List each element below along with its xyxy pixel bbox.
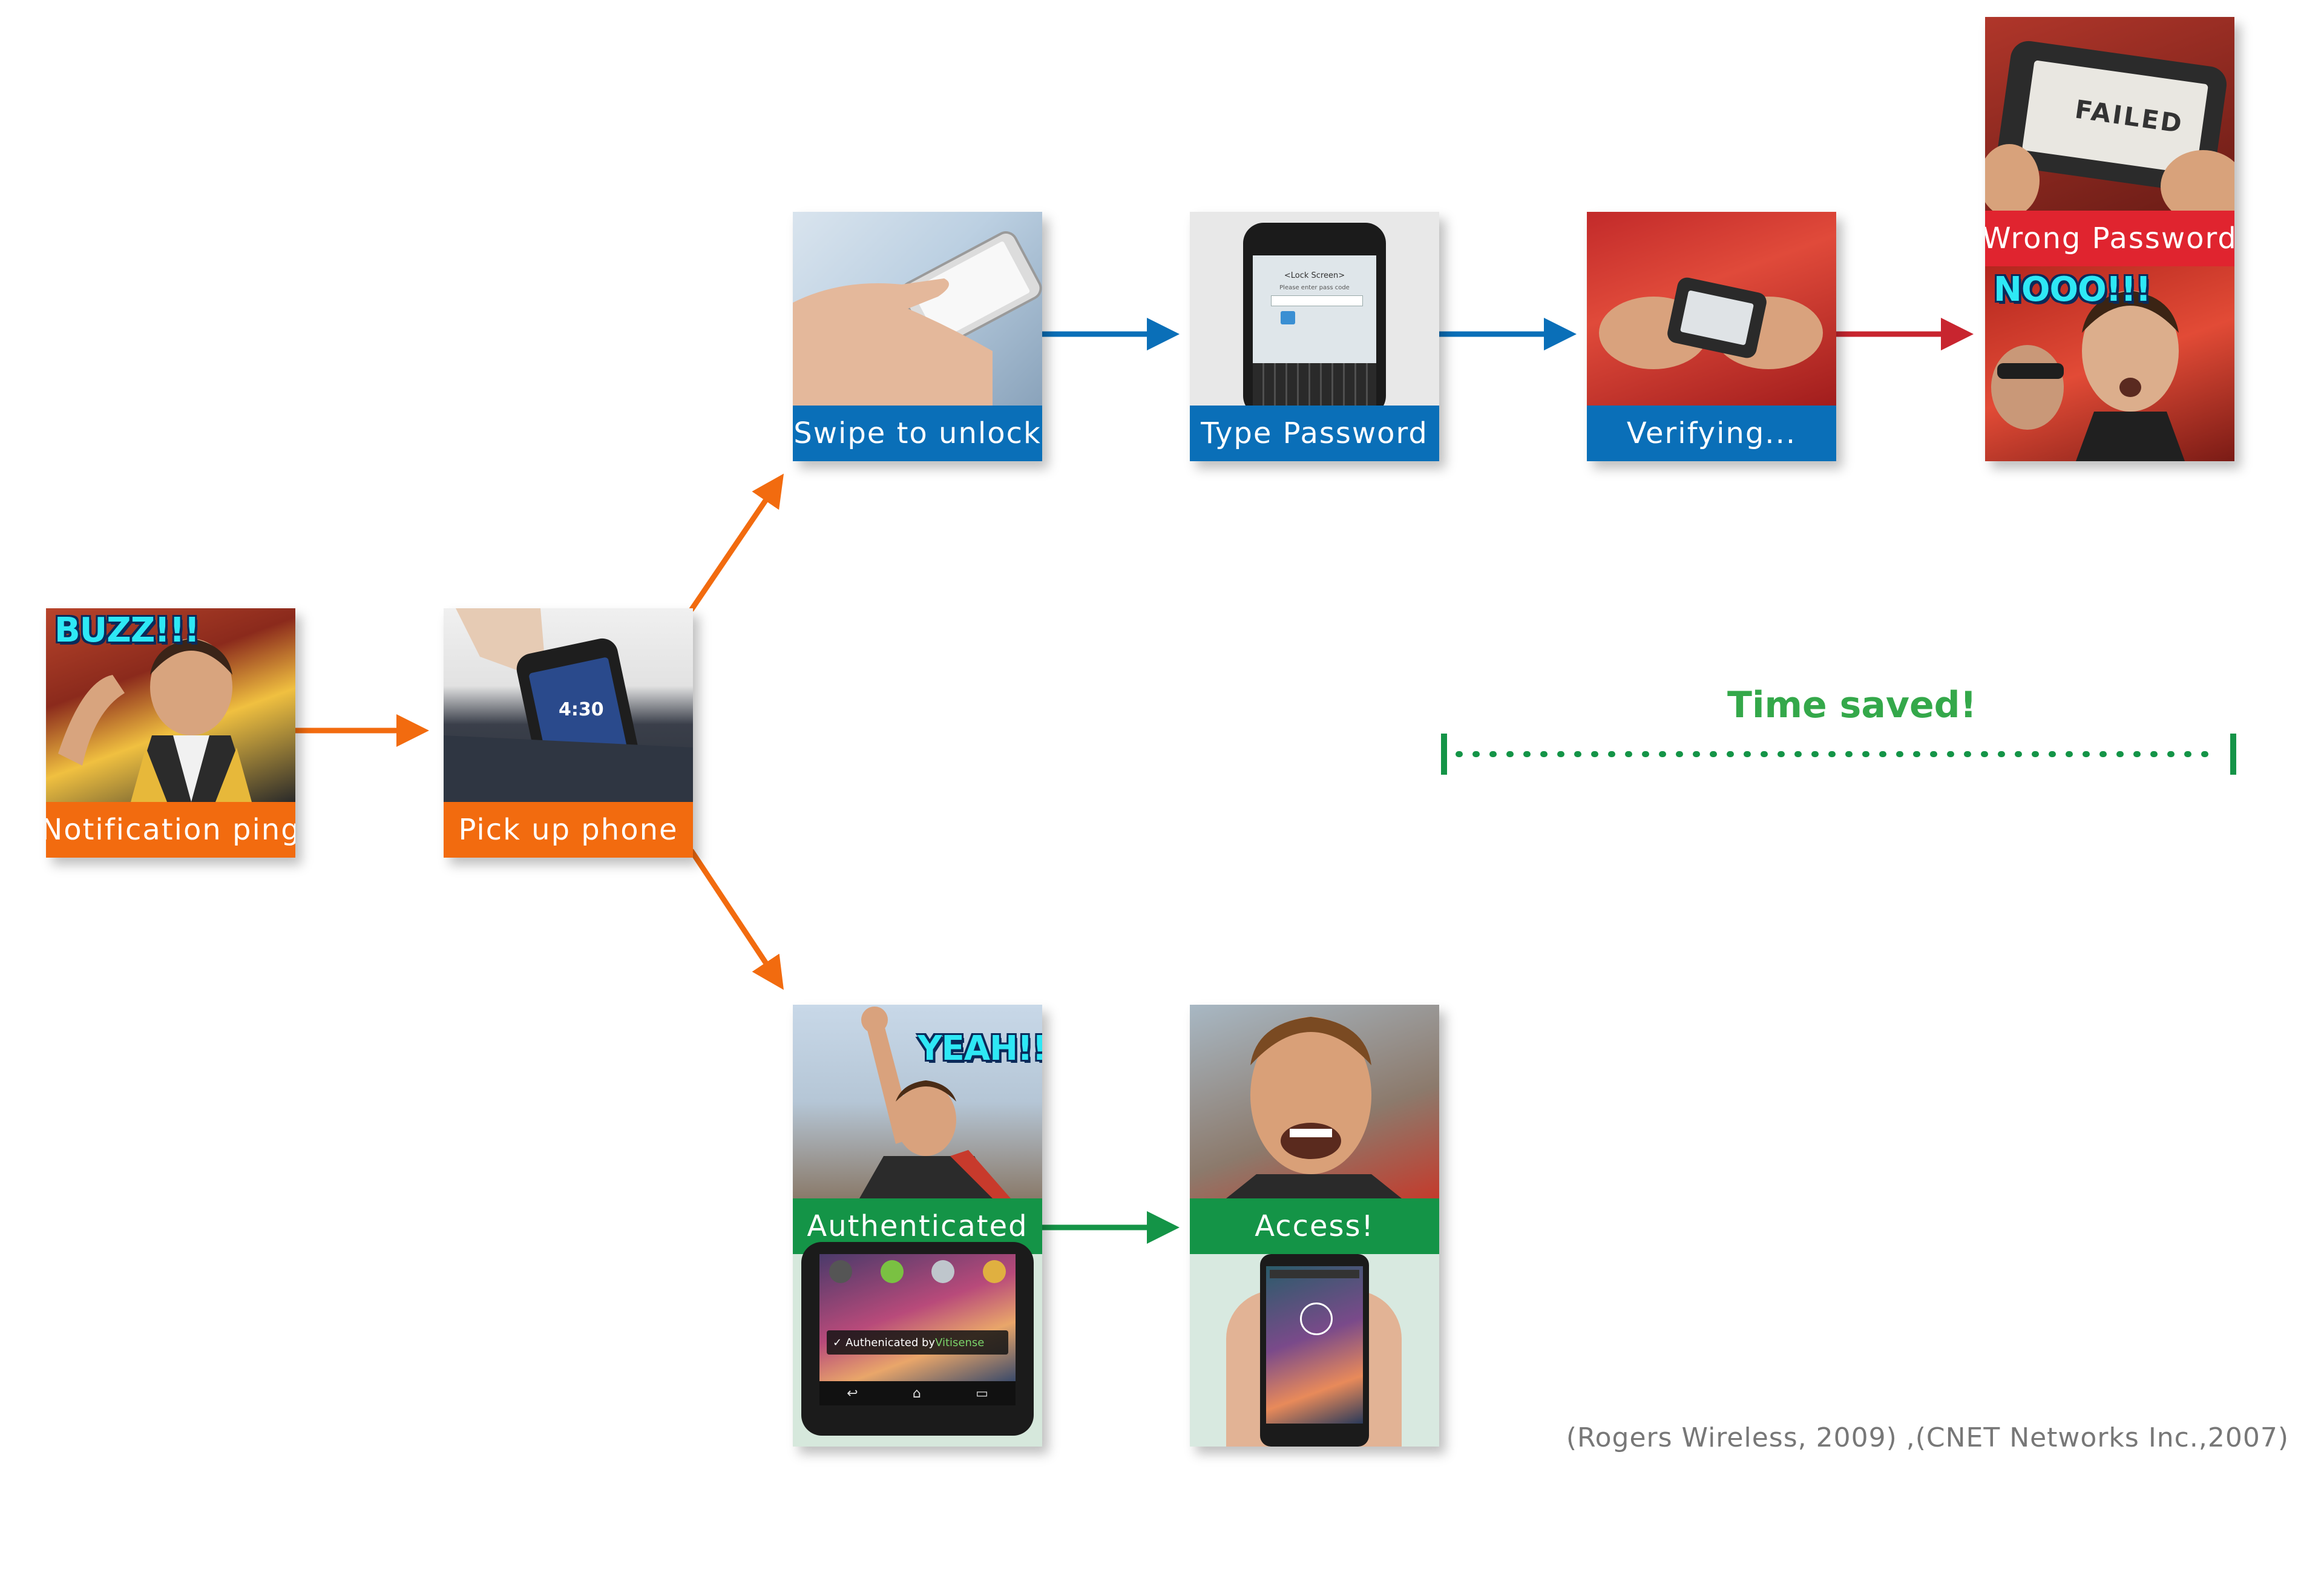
man-laughing-illustration xyxy=(1226,1017,1402,1198)
verifying-label: Verifying... xyxy=(1587,406,1836,461)
arrow-pickup-to-authenticated xyxy=(689,849,784,990)
man-shouting-illustration xyxy=(1991,291,2185,461)
step-type-password-card: <Lock Screen> Please enter pass code Typ… xyxy=(1190,212,1439,461)
failed-screen-photo: FAILED xyxy=(1985,17,2234,211)
time-saved-label: Time saved! xyxy=(1727,684,1977,726)
access-photo xyxy=(1190,1005,1439,1198)
lock-screen-title: <Lock Screen> xyxy=(1284,271,1345,280)
pickup-label: Pick up phone xyxy=(444,802,693,858)
lock-screen-hint: Please enter pass code xyxy=(1279,284,1350,291)
settings-app-icon[interactable] xyxy=(931,1260,955,1283)
verifying-photo xyxy=(1587,212,1836,406)
passcode-input[interactable] xyxy=(1271,295,1363,306)
step-access-card: Access! xyxy=(1190,1005,1439,1447)
notification-label: Notification ping xyxy=(46,802,295,858)
step-notification-card: BUZZ!!! Notification ping xyxy=(46,608,295,858)
step-authenticated-card: YEAH!!! Authenticated ✓ Authenicated by … xyxy=(793,1005,1042,1447)
comic-nooo: NOOO!!! xyxy=(1994,270,2151,309)
failed-phone-illustration xyxy=(1985,41,2234,211)
step-verifying-card: Verifying... xyxy=(1587,212,1836,461)
google-search-bar[interactable] xyxy=(1270,1270,1359,1278)
access-home-screen xyxy=(1266,1266,1363,1424)
home-nav-icon[interactable]: ⌂ xyxy=(912,1385,921,1401)
android-nav-bar: ↩ ⌂ ▭ xyxy=(819,1381,1016,1405)
notification-photo: BUZZ!!! xyxy=(46,608,295,802)
pickup-photo: 4:30 xyxy=(444,608,693,802)
toast-brand: Vitisense xyxy=(935,1336,985,1349)
step-pickup-card: 4:30 Pick up phone xyxy=(444,608,693,858)
step-wrong-password-card: FAILED Wrong Password NOOO!!! xyxy=(1985,17,2234,461)
type-password-label: Type Password xyxy=(1190,406,1439,461)
back-nav-icon[interactable]: ↩ xyxy=(847,1385,858,1401)
lock-icon xyxy=(1281,311,1295,324)
nooo-photo: NOOO!!! xyxy=(1985,266,2234,461)
swipe-label: Swipe to unlock xyxy=(793,406,1042,461)
man-cheering-illustration xyxy=(58,639,252,802)
hands-holding-phone-illustration xyxy=(1599,277,1823,369)
hand-swiping-phone-illustration xyxy=(793,231,1042,406)
access-phone-area xyxy=(1190,1254,1439,1447)
gallery-app-icon[interactable] xyxy=(982,1260,1006,1283)
authenticated-photo: YEAH!!! xyxy=(793,1005,1042,1198)
authentication-toast: ✓ Authenicated by Vitisense xyxy=(827,1330,1008,1355)
android-app-icon[interactable] xyxy=(880,1260,904,1283)
authenticated-phone-area: ✓ Authenicated by Vitisense ↩ ⌂ ▭ xyxy=(793,1242,1042,1447)
arrow-pickup-to-swipe xyxy=(689,473,784,612)
check-icon: ✓ xyxy=(833,1336,842,1349)
pickup-phone-time: 4:30 xyxy=(559,699,604,720)
swipe-photo xyxy=(793,212,1042,406)
android-home-screen: ✓ Authenicated by Vitisense xyxy=(819,1254,1016,1381)
lock-screen: <Lock Screen> Please enter pass code xyxy=(1253,255,1376,363)
access-label: Access! xyxy=(1190,1198,1439,1254)
step-swipe-card: Swipe to unlock xyxy=(793,212,1042,461)
type-password-photo: <Lock Screen> Please enter pass code xyxy=(1190,212,1439,416)
recents-nav-icon[interactable]: ▭ xyxy=(976,1385,988,1401)
toast-prefix: Authenicated by xyxy=(845,1336,936,1349)
citation-text: (Rogers Wireless, 2009) ,(CNET Networks … xyxy=(1566,1422,2289,1453)
qwerty-keyboard[interactable] xyxy=(1253,363,1376,406)
app-icon-row xyxy=(829,1260,1006,1283)
phone-in-pocket-illustration xyxy=(444,608,693,802)
comic-yeah: YEAH!!! xyxy=(917,1029,1042,1068)
comic-buzz: BUZZ!!! xyxy=(54,611,200,650)
camera-app-icon[interactable] xyxy=(829,1260,852,1283)
clock-widget-icon xyxy=(1300,1303,1333,1335)
wrong-password-label: Wrong Password xyxy=(1985,211,2234,266)
man-fist-pump-illustration xyxy=(859,1007,1011,1198)
